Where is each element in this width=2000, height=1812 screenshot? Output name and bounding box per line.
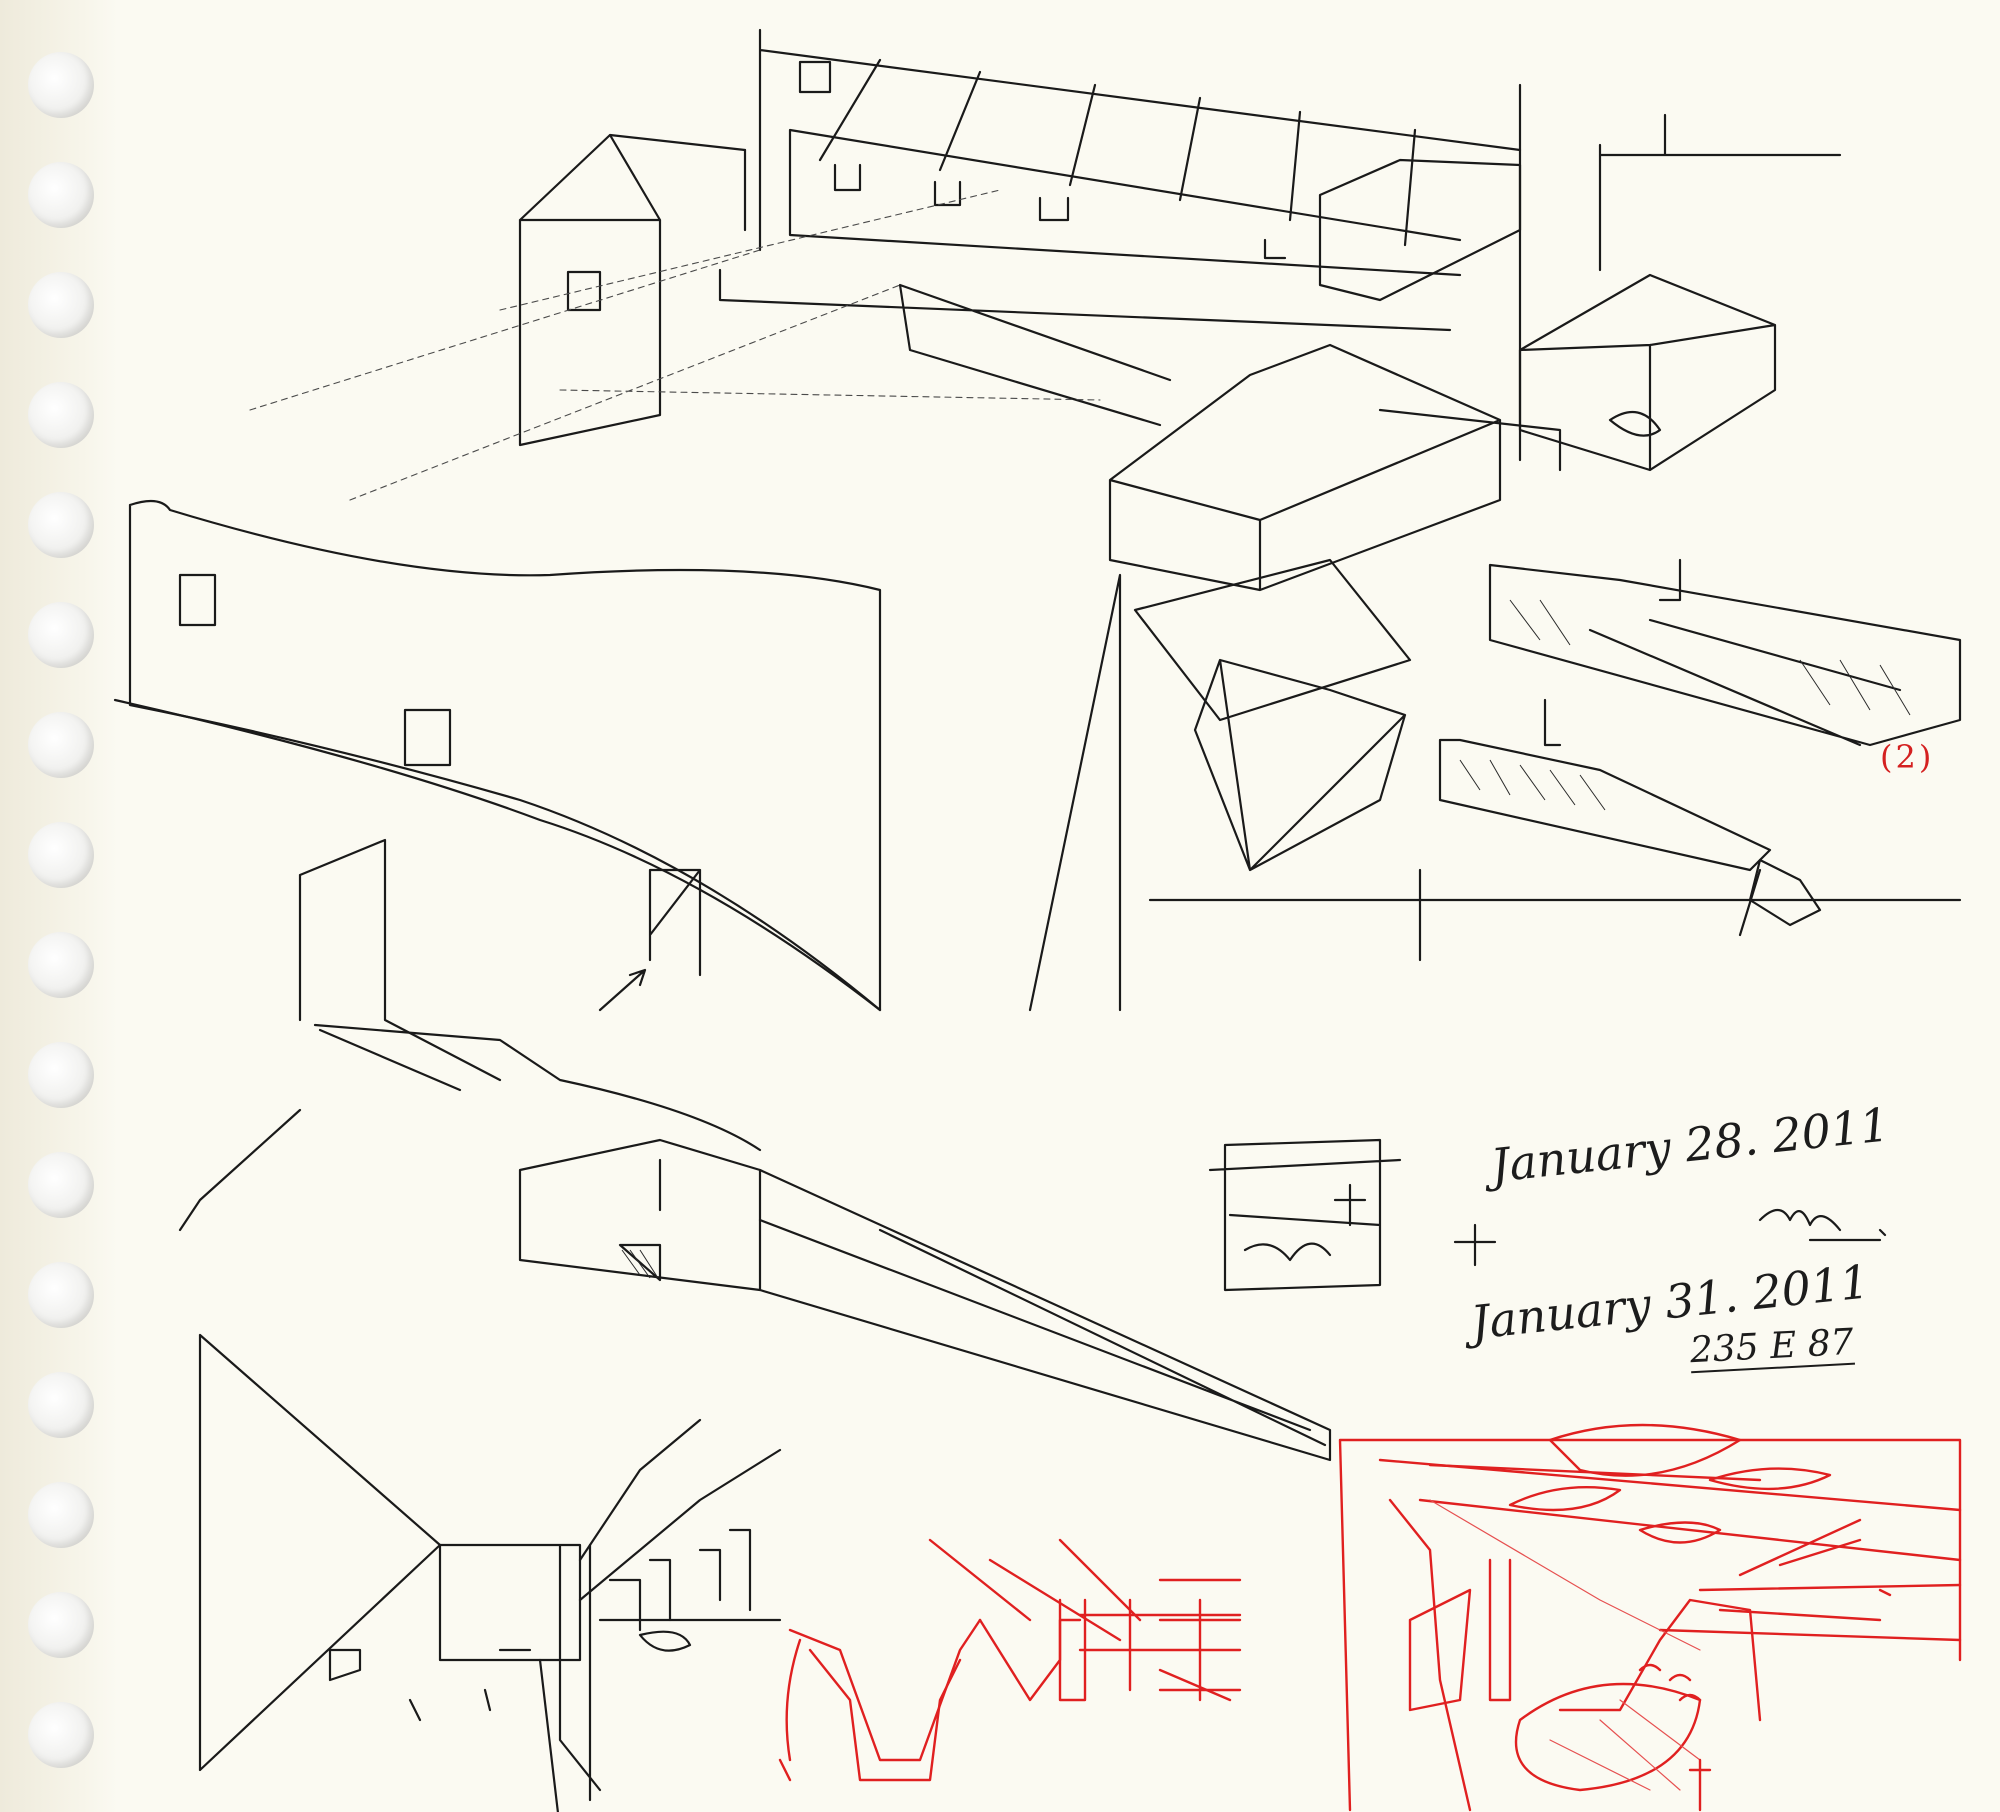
binding-hole xyxy=(28,52,94,118)
sketch-red-perspective xyxy=(1338,1423,1962,1812)
sketch-ramp-detail xyxy=(1148,558,1962,962)
sketch-courtyard-building xyxy=(249,28,1842,592)
page-number: (2) xyxy=(1880,738,1935,776)
binding-hole xyxy=(28,1262,94,1328)
binding-hole xyxy=(28,1702,94,1768)
binding-hole xyxy=(28,1152,94,1218)
binding-hole xyxy=(28,932,94,998)
binding-hole xyxy=(28,712,94,778)
binding-hole xyxy=(28,162,94,228)
sketch-red-section xyxy=(778,1538,1242,1782)
reference-code: 235 E 87 xyxy=(1688,1321,1855,1374)
binding-hole xyxy=(28,822,94,888)
binding-hole xyxy=(28,1592,94,1658)
cross-mark xyxy=(1453,1223,1497,1267)
sketch-small-box xyxy=(1208,1138,1402,1292)
binding-hole xyxy=(28,1482,94,1548)
signature-initials xyxy=(1758,1208,1887,1242)
binding-hole xyxy=(28,492,94,558)
binding-hole xyxy=(28,602,94,668)
binding-hole xyxy=(28,1372,94,1438)
sketch-long-wall-building xyxy=(113,499,1412,1012)
spiral-binding xyxy=(0,0,118,1812)
binding-hole xyxy=(28,1042,94,1108)
sketch-perspective-view xyxy=(198,1333,782,1812)
sketch-ramp-section xyxy=(178,838,1332,1462)
binding-hole xyxy=(28,272,94,338)
binding-hole xyxy=(28,382,94,448)
